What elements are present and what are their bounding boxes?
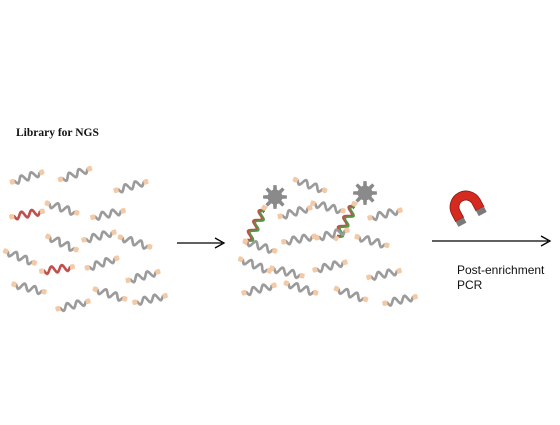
dna-fragment-icon — [237, 256, 273, 274]
dna-fragment-icon — [382, 293, 418, 308]
dna-fragment-icon — [292, 176, 328, 194]
dna-fragment-icon — [90, 207, 126, 222]
bead-icon — [353, 181, 377, 205]
dna-fragment-icon — [367, 207, 403, 222]
post-enrichment-pcr-label: Post-enrichment PCR — [457, 263, 544, 293]
dna-fragment-icon — [84, 255, 120, 272]
dna-fragment-icon — [242, 238, 278, 255]
dna-fragment-icon — [9, 169, 45, 186]
dna-fragment-icon — [354, 233, 390, 249]
dna-fragment-icon — [55, 298, 91, 313]
target-dna-fragment-icon — [9, 208, 45, 221]
dna-fragment-icon — [269, 265, 305, 280]
arrow-icon — [432, 235, 552, 247]
dna-fragment-icon — [44, 200, 80, 217]
dna-fragment-icon — [81, 229, 117, 244]
dna-fragment-icon — [281, 233, 317, 246]
dna-fragment-icon — [333, 285, 369, 303]
dna-fragment-icon — [314, 227, 350, 242]
pcr-label-line-1: Post-enrichment — [457, 263, 545, 277]
dna-fragment-icon — [92, 286, 128, 303]
dna-fragment-icon — [283, 280, 319, 297]
probe-bead-complex — [242, 185, 287, 246]
dna-fragment-icon — [117, 234, 153, 251]
bead-icon — [263, 185, 287, 209]
library-title: Library for NGS — [16, 127, 99, 139]
dna-fragment-icon — [132, 292, 168, 307]
dna-fragment-icon — [310, 200, 346, 215]
target-dna-fragment-icon — [39, 263, 75, 276]
magnet-icon — [449, 190, 487, 227]
dna-fragment-icon — [45, 233, 79, 253]
dna-fragment-icon — [277, 204, 313, 220]
pcr-label-line-2: PCR — [457, 278, 483, 292]
dna-fragment-icon — [125, 268, 161, 284]
dna-fragment-icon — [57, 165, 93, 183]
dna-fragment-icon — [11, 281, 47, 296]
dna-fragment-icon — [312, 259, 348, 274]
dna-fragment-icon — [241, 282, 277, 297]
dna-fragment-icon — [113, 178, 149, 194]
dna-fragment-icon — [2, 248, 38, 266]
arrow-icon — [177, 237, 226, 249]
dna-fragment-icon — [366, 267, 402, 282]
